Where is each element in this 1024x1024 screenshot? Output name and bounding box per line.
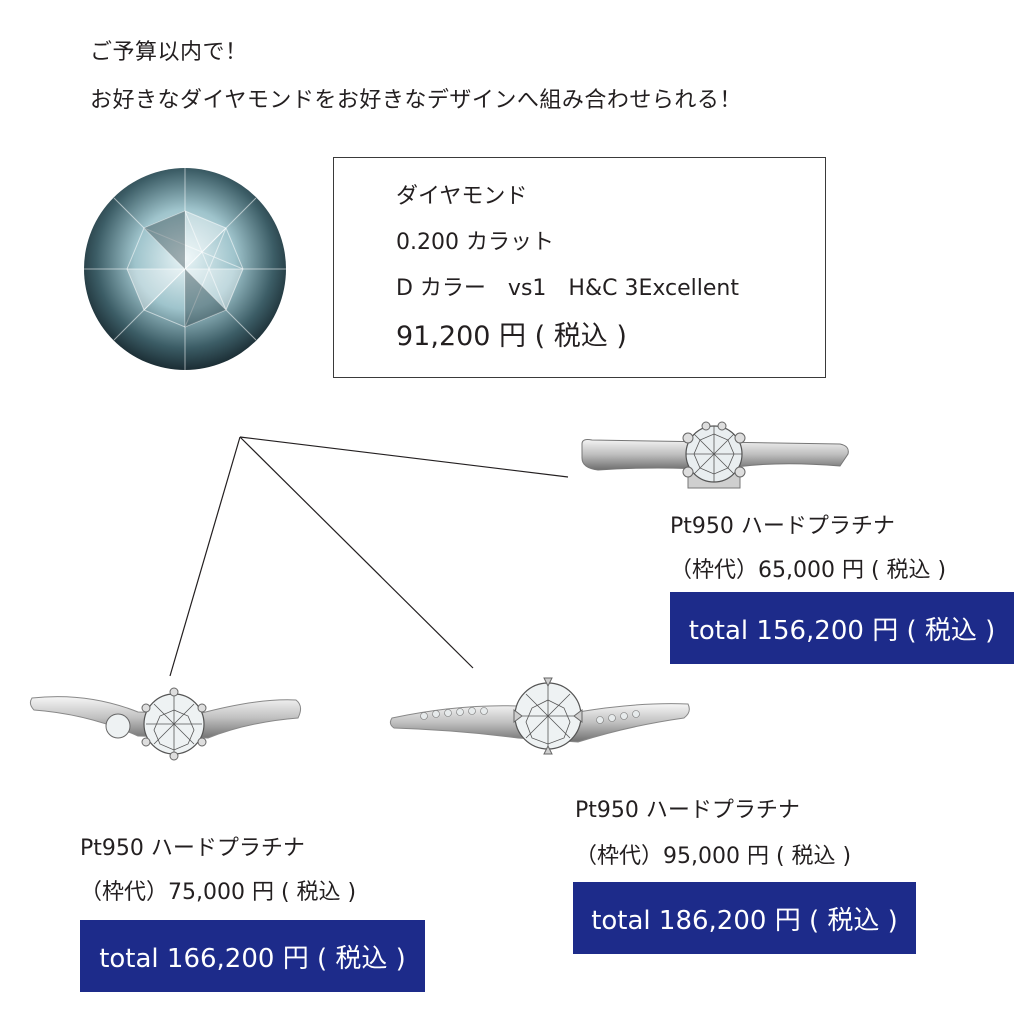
- ring-1-total: total 156,200 円 ( 税込 ): [670, 592, 1014, 664]
- diamond-price: 91,200 円 ( 税込 ): [396, 321, 627, 352]
- ring-1-frame-price: （枠代）65,000 円 ( 税込 ): [670, 558, 947, 583]
- headline-line-2: お好きなダイヤモンドをお好きなデザインへ組み合わせられる！: [90, 88, 742, 113]
- ring-image-1: [581, 421, 849, 489]
- ring-1-name: Pt950 ハードプラチナ: [670, 514, 895, 539]
- diamond-spec-box: ダイヤモンド 0.200 カラット D カラー vs1 H&C 3Excelle…: [333, 157, 826, 378]
- diamond-title: ダイヤモンド: [396, 184, 528, 209]
- ring-2-name: Pt950 ハードプラチナ: [80, 836, 305, 861]
- headline-line-1: ご予算以内で！: [90, 40, 248, 65]
- diamond-carat: 0.200 カラット: [396, 230, 554, 255]
- ring-image-3: [389, 677, 690, 755]
- diamond-image: [84, 168, 286, 370]
- diamond-grade: D カラー vs1 H&C 3Excellent: [396, 276, 739, 301]
- ring-3-name: Pt950 ハードプラチナ: [575, 798, 800, 823]
- ring-2-frame-price: （枠代）75,000 円 ( 税込 ): [80, 880, 357, 905]
- ring-3-frame-price: （枠代）95,000 円 ( 税込 ): [575, 844, 852, 869]
- ring-image-2: [29, 687, 302, 761]
- ring-2-total: total 166,200 円 ( 税込 ): [80, 920, 425, 992]
- ring-3-total: total 186,200 円 ( 税込 ): [573, 882, 916, 954]
